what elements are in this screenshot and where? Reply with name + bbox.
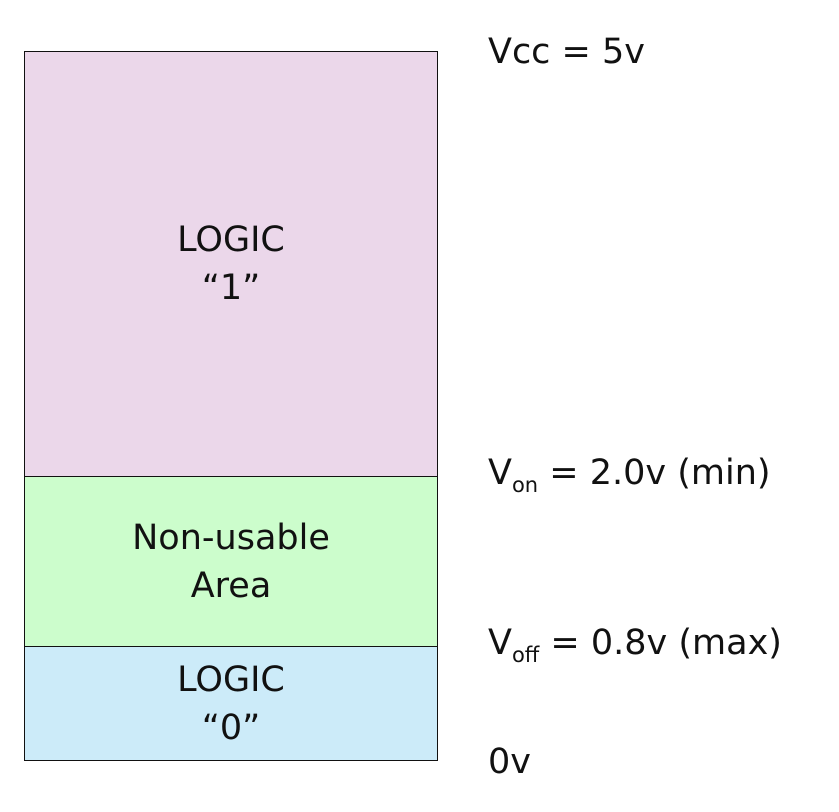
- logic-1-region: LOGIC “1”: [24, 51, 438, 477]
- logic-1-title: LOGIC: [177, 220, 285, 260]
- vcc-label: Vcc = 5v: [488, 32, 645, 72]
- logic-0-title: LOGIC: [177, 659, 285, 700]
- von-value: = 2.0v (min): [549, 453, 771, 493]
- logic-0-region: LOGIC “0”: [24, 646, 438, 761]
- ground-label: 0v: [488, 742, 531, 782]
- voff-value: = 0.8v (max): [550, 623, 782, 663]
- von-subscript: on: [511, 473, 539, 497]
- non-usable-subtitle: Area: [190, 565, 272, 606]
- von-label: Von = 2.0v (min): [488, 453, 771, 496]
- voff-label: Voff = 0.8v (max): [488, 623, 782, 666]
- von-symbol: V: [488, 453, 512, 493]
- voff-subscript: off: [511, 643, 540, 667]
- voff-symbol: V: [488, 623, 512, 663]
- non-usable-region: Non-usable Area: [24, 476, 438, 647]
- logic-0-value: “0”: [201, 707, 261, 748]
- logic-1-value: “1”: [201, 268, 261, 308]
- non-usable-title: Non-usable: [132, 517, 330, 558]
